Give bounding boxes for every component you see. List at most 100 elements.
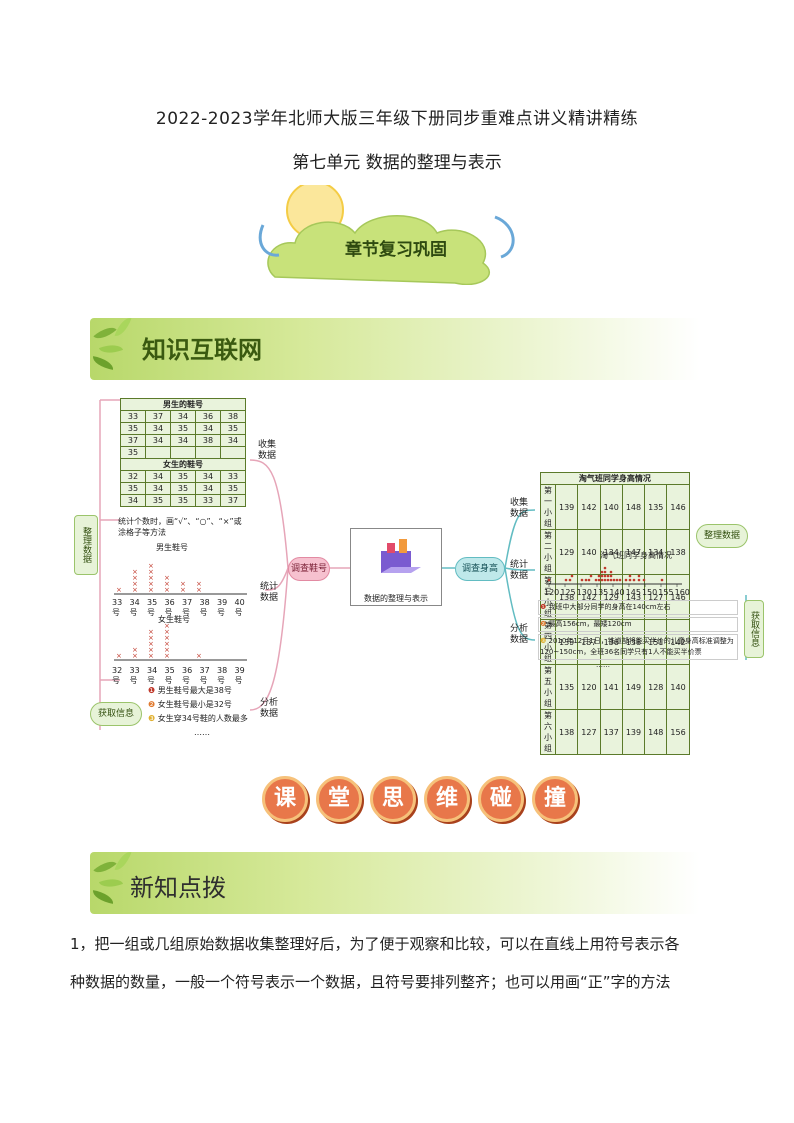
table-cell: 34: [195, 422, 221, 435]
table-cell: 138: [554, 709, 579, 755]
tick-label: 40号: [234, 598, 245, 617]
word-art-char: 维: [424, 776, 470, 822]
boys-chart-title: 男生鞋号: [156, 543, 188, 552]
table-cell: 37: [120, 434, 146, 447]
fact-item: ❸ 女生穿34号鞋的人数最多: [148, 714, 248, 723]
height-ticks: 120 125 130 135 140 145 150 155 160: [544, 588, 690, 597]
fact-item: ❶ 男生鞋号最大是38号: [148, 686, 232, 695]
fact-text: 最高156cm，最矮120cm: [548, 620, 632, 628]
table-cell: 148: [621, 484, 646, 530]
fact-text: 2010年12月1日，铁道部将能买半价的儿童身高标准调整为120~150cm，全…: [540, 637, 734, 656]
svg-text:×: ×: [148, 652, 154, 660]
table-cell: 35: [220, 482, 246, 495]
ellipsis: ……: [194, 728, 210, 737]
word-art-title: 课堂思维碰撞: [262, 776, 586, 822]
table-cell: 148: [644, 709, 668, 755]
svg-text:×: ×: [148, 646, 154, 654]
tick-label: 125: [560, 588, 576, 597]
table-cell: 36: [195, 410, 221, 423]
table-cell: 149: [621, 664, 646, 710]
table-cell: 34: [170, 410, 196, 423]
table-cell: 35: [120, 482, 146, 495]
table-cell: 34: [220, 434, 246, 447]
doc-title: 2022-2023学年北师大版三年级下册同步重难点讲义精讲精练: [155, 109, 639, 129]
count-tip: 统计个数时，画“√”、“○”、“×”或涂格子等方法: [118, 517, 242, 537]
tick-label: 150: [641, 588, 658, 597]
svg-text:×: ×: [116, 652, 122, 660]
tick-label: 32号: [112, 666, 123, 685]
table-cell: 35: [170, 470, 196, 483]
table-cell: 37: [145, 410, 171, 423]
svg-text:×: ×: [180, 586, 186, 594]
word-art-char: 思: [370, 776, 416, 822]
table-cell: 34: [145, 470, 171, 483]
table-cell: 139: [621, 709, 646, 755]
svg-text:×: ×: [148, 586, 154, 594]
banner-label: 新知点拨: [130, 874, 226, 902]
height-dotplot: [546, 566, 682, 587]
tick-label: 35号: [147, 598, 158, 617]
table-cell: 156: [666, 709, 690, 755]
table-cell: 33: [195, 494, 221, 507]
tick-label: 36号: [182, 666, 193, 685]
svg-text:×: ×: [148, 640, 154, 648]
body-line-2: 种数据的数量，一般一个符号表示一个数据，且符号要排列整齐；也可以用画“正”字的方…: [70, 973, 671, 991]
organize-node-right: 整理数据: [696, 524, 748, 548]
facts-left: ❶ 男生鞋号最大是38号 ❷ 女生鞋号最小是32号 ❸ 女生穿34号鞋的人数最多…: [148, 684, 258, 740]
svg-text:×: ×: [132, 586, 138, 594]
tick-label: 39号: [234, 666, 245, 685]
tick-label: 35号: [164, 666, 175, 685]
tick-label: 39号: [217, 598, 228, 617]
tick-label: 34号: [147, 666, 158, 685]
tick-label: 37号: [182, 598, 193, 617]
table-cell: 32: [120, 470, 146, 483]
table-cell: 第五小组: [540, 664, 556, 710]
section-banner-knowledge: 知识互联网: [90, 314, 700, 380]
table-cell: 38: [195, 434, 221, 447]
svg-text:×: ×: [164, 586, 170, 594]
analysis-label-left: 分析数据: [260, 698, 279, 719]
table-cell: 139: [554, 484, 579, 530]
table-cell: 34: [195, 482, 221, 495]
table-cell: 34: [145, 434, 171, 447]
node-survey-height: 调查身高: [455, 557, 505, 581]
svg-text:×: ×: [132, 646, 138, 654]
svg-text:×: ×: [148, 568, 154, 576]
svg-text:×: ×: [132, 580, 138, 588]
svg-text:×: ×: [132, 574, 138, 582]
word-art-char: 撞: [532, 776, 578, 822]
fact-item: ❷ 最高156cm，最矮120cm: [538, 617, 738, 632]
center-node: 数据的整理与表示: [350, 528, 442, 606]
badge-label: 章节复习巩固: [345, 240, 447, 260]
table-cell: 142: [577, 484, 601, 530]
table-cell: 146: [666, 484, 690, 530]
chapter-badge: 章节复习巩固: [255, 181, 525, 286]
table-cell: 35: [170, 422, 196, 435]
svg-text:×: ×: [196, 580, 202, 588]
table-cell: 35: [170, 494, 196, 507]
svg-text:×: ×: [164, 628, 170, 636]
svg-text:×: ×: [180, 580, 186, 588]
svg-text:×: ×: [148, 580, 154, 588]
height-table-title: 淘气班同学身高情况: [540, 472, 690, 485]
collect-label-left: 收集数据: [258, 440, 277, 461]
table-cell: 146: [666, 574, 690, 620]
section-banner-new-knowledge: 新知点拨: [90, 848, 700, 914]
sun-cloud-icon: [258, 181, 515, 286]
table-cell: 第一小组: [540, 484, 556, 530]
svg-text:×: ×: [164, 640, 170, 648]
tick-label: 155: [658, 588, 674, 597]
tick-label: 140: [609, 588, 625, 597]
svg-text:×: ×: [132, 652, 138, 660]
tick-label: 135: [592, 588, 609, 597]
fact-text: 女生穿34号鞋的人数最多: [157, 714, 248, 723]
table-cell: 34: [145, 482, 171, 495]
fact-text: 男生鞋号最大是38号: [157, 686, 232, 695]
fact-text: 我班中大部分同学的身高在140cm左右: [548, 603, 671, 611]
ellipsis: ……: [596, 661, 610, 669]
center-label: 数据的整理与表示: [364, 594, 428, 603]
tick-label: 38号: [217, 666, 228, 685]
